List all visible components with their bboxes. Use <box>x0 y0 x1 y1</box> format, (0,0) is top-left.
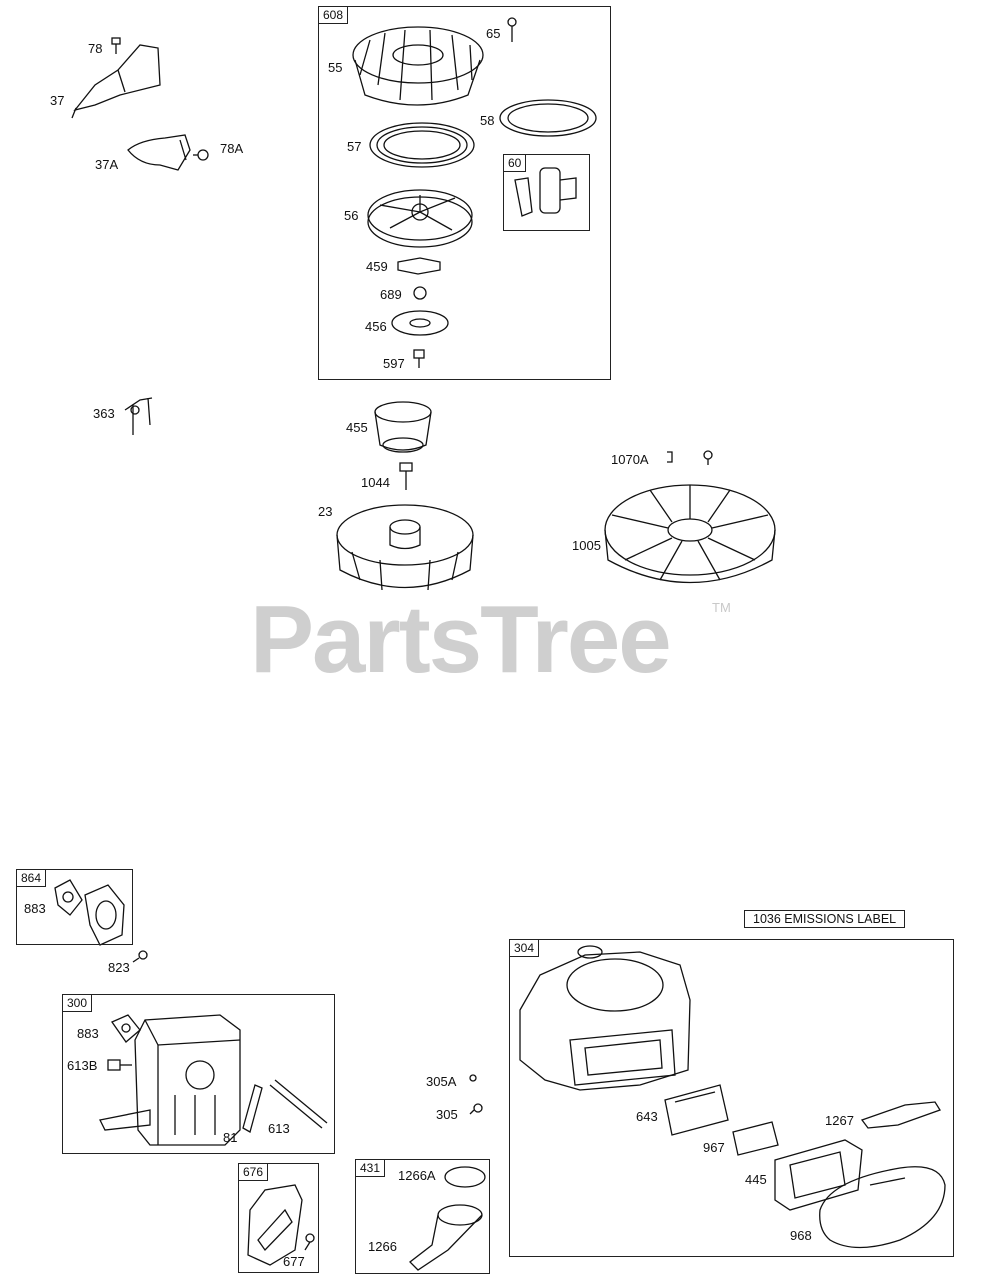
box-tag-431: 431 <box>355 1159 386 1177</box>
part-58-rope <box>499 99 597 137</box>
label-1070A: 1070A <box>611 452 649 467</box>
part-1266-elbow <box>409 1204 483 1271</box>
label-456: 456 <box>365 319 387 334</box>
part-1005-fan <box>604 484 776 584</box>
part-459-dog <box>397 257 441 275</box>
part-1266A-seal <box>444 1166 486 1188</box>
label-37: 37 <box>50 93 65 108</box>
label-305: 305 <box>436 1107 458 1122</box>
label-677: 677 <box>283 1254 305 1269</box>
box-tag-300: 300 <box>62 994 93 1012</box>
part-1044-nut <box>399 462 413 490</box>
label-968: 968 <box>790 1228 812 1243</box>
trademark-mark: TM <box>712 600 731 615</box>
part-676-muffler-guard <box>247 1184 303 1266</box>
box-tag-304: 304 <box>509 939 540 957</box>
part-60-handle <box>514 167 577 217</box>
part-55-rewind-housing <box>352 26 484 106</box>
part-56-pulley <box>367 189 473 248</box>
box-608 <box>318 6 611 380</box>
label-1266: 1266 <box>368 1239 397 1254</box>
part-23-flywheel <box>336 504 474 591</box>
part-65-screw <box>507 17 517 42</box>
box-864 <box>16 869 133 945</box>
label-445: 445 <box>745 1172 767 1187</box>
part-1267-clip <box>860 1101 941 1129</box>
part-305A-screw <box>469 1074 477 1082</box>
emissions-label-callout: 1036 EMISSIONS LABEL <box>744 910 906 928</box>
label-81: 81 <box>223 1130 238 1145</box>
label-57: 57 <box>347 139 362 154</box>
part-300-muffler <box>99 1014 241 1146</box>
label-967: 967 <box>703 1140 725 1155</box>
box-tag-60: 60 <box>503 154 527 172</box>
label-883-a: 883 <box>24 901 46 916</box>
box-60 <box>503 154 590 231</box>
box-431 <box>355 1159 490 1274</box>
part-967-label <box>732 1121 779 1156</box>
part-78A-screw <box>193 149 209 161</box>
part-613-tube <box>269 1079 328 1129</box>
label-1005: 1005 <box>572 538 601 553</box>
label-363: 363 <box>93 406 115 421</box>
part-1070A-screw <box>667 450 713 465</box>
part-304-blower-housing <box>519 945 691 1091</box>
label-37A: 37A <box>95 157 119 172</box>
box-tag-676: 676 <box>238 1163 269 1181</box>
part-883-gasket-b <box>111 1014 141 1043</box>
label-58: 58 <box>480 113 495 128</box>
label-613B: 613B <box>67 1058 98 1073</box>
partstree-watermark: PartsTree <box>250 586 672 693</box>
part-455-starter-cup <box>374 401 432 453</box>
label-55: 55 <box>328 60 343 75</box>
label-883-b: 883 <box>77 1026 99 1041</box>
part-363-bracket <box>124 397 153 435</box>
label-597: 597 <box>383 356 405 371</box>
part-864-exhaust-adapter <box>54 879 125 946</box>
box-tag-608: 608 <box>318 6 349 24</box>
label-823: 823 <box>108 960 130 975</box>
part-643-label-holder <box>664 1084 729 1136</box>
label-1267: 1267 <box>825 1113 854 1128</box>
part-37-air-guide <box>71 44 161 119</box>
label-1266A: 1266A <box>398 1168 436 1183</box>
label-305A: 305A <box>426 1074 457 1089</box>
part-57-spring <box>369 122 475 168</box>
label-78A: 78A <box>220 141 244 156</box>
label-643: 643 <box>636 1109 658 1124</box>
part-305-screw <box>469 1103 483 1115</box>
part-81-screen <box>242 1084 263 1133</box>
label-78: 78 <box>88 41 103 56</box>
part-613B-screw <box>107 1059 132 1071</box>
box-tag-864: 864 <box>16 869 47 887</box>
part-677-screw <box>304 1233 315 1251</box>
label-455: 455 <box>346 420 368 435</box>
label-56: 56 <box>344 208 359 223</box>
part-823-screw <box>132 950 148 963</box>
label-459: 459 <box>366 259 388 274</box>
part-597-screw <box>413 349 425 368</box>
box-676 <box>238 1163 319 1273</box>
label-1044: 1044 <box>361 475 390 490</box>
label-23: 23 <box>318 504 333 519</box>
label-689: 689 <box>380 287 402 302</box>
part-456-retainer <box>391 310 449 336</box>
box-304 <box>509 939 954 1257</box>
label-65: 65 <box>486 26 501 41</box>
part-968-filter-cover <box>819 1166 946 1249</box>
label-613: 613 <box>268 1121 290 1136</box>
part-37A-shield <box>127 134 191 171</box>
part-78-screw <box>111 37 121 54</box>
box-300 <box>62 994 335 1154</box>
part-689-clip <box>413 286 427 300</box>
